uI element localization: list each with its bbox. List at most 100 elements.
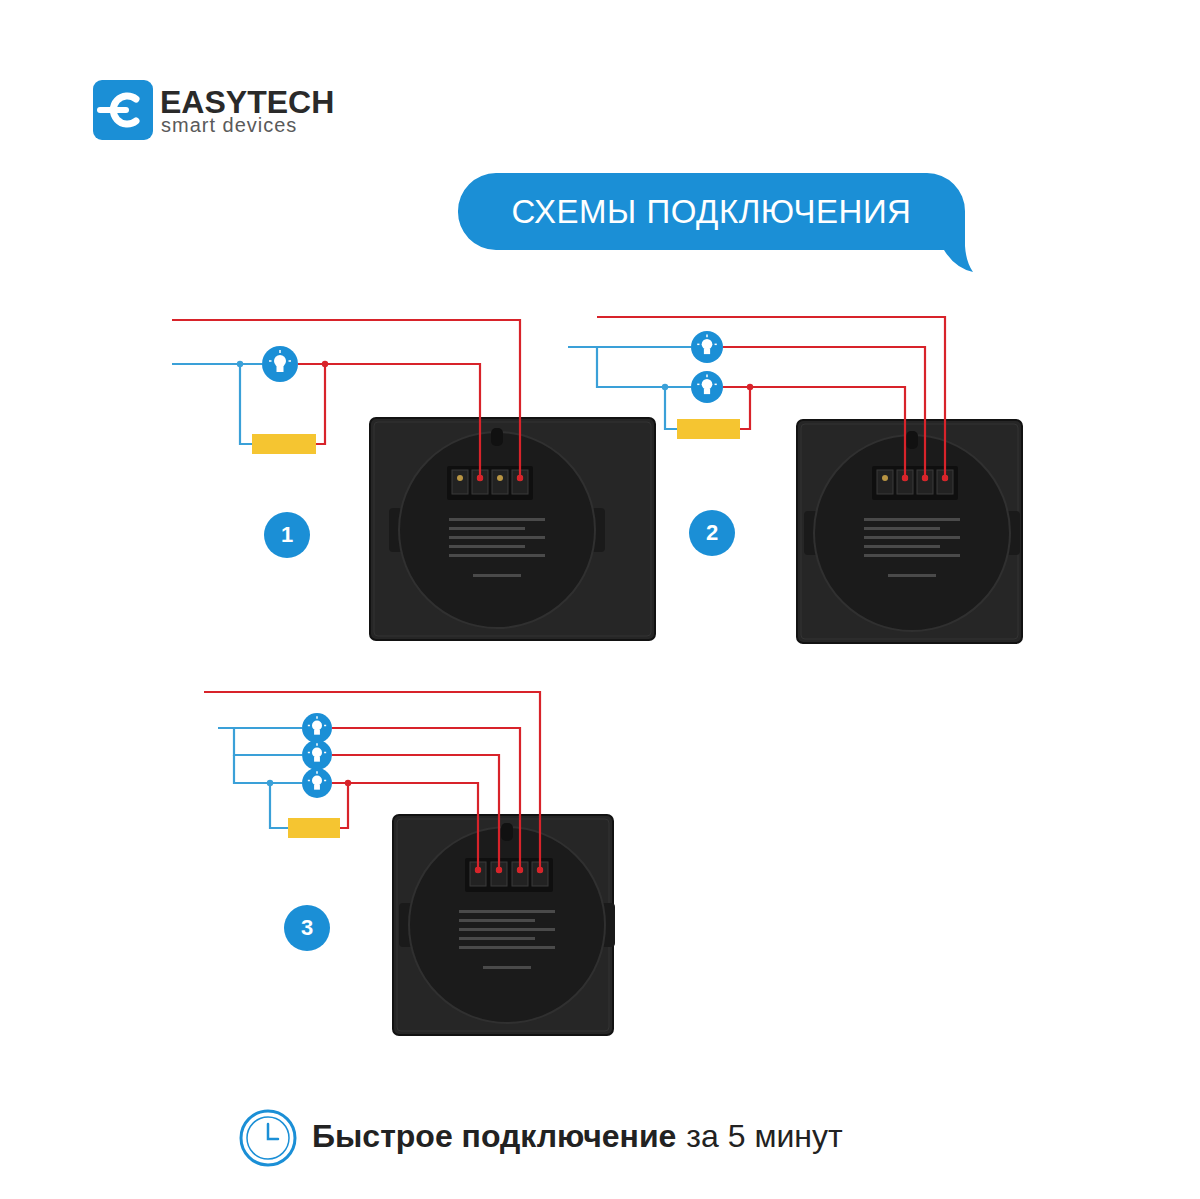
- lamp-circle: [302, 740, 332, 770]
- label-text: за 5 минут: [686, 1118, 842, 1154]
- callout-circle: 3: [284, 905, 330, 951]
- footer-emphasis: Быстрое подключение: [312, 1118, 676, 1155]
- print-mark: [864, 554, 960, 557]
- load-module: [677, 419, 740, 439]
- clock-inner: [247, 1117, 289, 1159]
- terminal-screw: [477, 475, 483, 481]
- phase-wire: [172, 320, 520, 478]
- panel-edge: [397, 819, 609, 1031]
- bulb-glass: [312, 721, 322, 731]
- label-text: smart devices: [161, 114, 297, 136]
- callout-number: 1: [281, 522, 293, 548]
- terminal-screw: [942, 475, 948, 481]
- print-mark: [864, 536, 960, 539]
- switch-module: [399, 432, 595, 628]
- bulb-ray: [269, 360, 272, 362]
- bulb-ray: [324, 752, 326, 754]
- phase-wire: [298, 364, 480, 478]
- lamp-symbol: [691, 331, 723, 363]
- terminal: [452, 470, 468, 494]
- print-mark: [459, 937, 535, 940]
- bulb-ray: [308, 725, 310, 727]
- junction-dot: [537, 867, 543, 873]
- bulb-glass: [312, 748, 322, 758]
- print-mark: [864, 518, 960, 521]
- switch-module: [814, 435, 1010, 631]
- terminal-screw: [496, 867, 502, 873]
- lamp-symbol: [302, 740, 332, 770]
- junction-dot: [237, 361, 243, 367]
- logo-square: [93, 80, 153, 140]
- callout-circle: 2: [689, 510, 735, 556]
- bulb-ray: [279, 350, 281, 353]
- switch-panel: [797, 420, 1022, 643]
- bulb-base: [314, 730, 320, 735]
- bulb-ray: [308, 780, 310, 782]
- terminal: [492, 470, 508, 494]
- bulb-ray: [697, 384, 699, 386]
- lamp-symbol: [262, 346, 298, 382]
- phase-wire: [204, 692, 540, 870]
- junction-dot: [942, 475, 948, 481]
- load-module: [252, 434, 316, 454]
- print-mark: [459, 919, 535, 922]
- terminal-screw: [517, 475, 523, 481]
- neutral-wire: [270, 783, 288, 828]
- phase-wire: [723, 347, 925, 478]
- brand-tagline: smart devices: [161, 114, 297, 137]
- bulb-ray: [316, 716, 318, 719]
- bulb-glass: [702, 379, 713, 390]
- clock-icon: [241, 1111, 295, 1165]
- phase-wire: [332, 783, 478, 870]
- lamp-symbol: [302, 713, 332, 743]
- label-text: Быстрое подключение: [312, 1118, 676, 1154]
- callout-circle: 1: [264, 512, 310, 558]
- logo-icon: [93, 80, 153, 140]
- neutral-wire: [234, 728, 302, 755]
- terminal-screw: [497, 475, 503, 481]
- lamp-circle: [302, 713, 332, 743]
- terminal-screw: [517, 867, 523, 873]
- panel-body: [370, 418, 655, 640]
- bulb-ray: [308, 752, 310, 754]
- logo-bar: [100, 107, 126, 113]
- lamp-symbol: [691, 371, 723, 403]
- neutral-wire: [665, 387, 677, 429]
- bulb-ray: [316, 771, 318, 774]
- bulb-base: [314, 757, 320, 762]
- junction-dot: [267, 780, 273, 786]
- bulb-ray: [316, 743, 318, 746]
- lamp-circle: [691, 331, 723, 363]
- load-module: [288, 818, 340, 838]
- neutral-wire: [172, 363, 262, 365]
- print-mark: [864, 545, 940, 548]
- junction-dot: [496, 867, 502, 873]
- bulb-glass: [312, 776, 322, 786]
- bulb-ray: [715, 344, 717, 346]
- neutral-wire: [234, 755, 302, 783]
- wiring: [172, 317, 948, 873]
- junction-dot: [322, 361, 328, 367]
- mount-slot: [906, 431, 918, 449]
- terminal: [877, 470, 893, 494]
- junction-dot: [475, 867, 481, 873]
- clock-hands: [268, 1124, 278, 1139]
- bulb-base: [704, 389, 710, 394]
- lamp-circle: [691, 371, 723, 403]
- print-mark: [459, 928, 555, 931]
- phase-wire: [316, 364, 325, 444]
- bulb-base: [277, 366, 284, 372]
- bulb-ray: [706, 375, 708, 378]
- title-text: СХЕМЫ ПОДКЛЮЧЕНИЯ: [512, 193, 912, 231]
- junction-dot: [902, 475, 908, 481]
- bulb-glass: [702, 339, 713, 350]
- terminal-screw: [475, 867, 481, 873]
- print-mark: [864, 527, 940, 530]
- neutral-wire: [597, 347, 691, 387]
- mount-slot: [501, 823, 513, 841]
- phase-wire: [597, 317, 945, 478]
- terminal-screw: [537, 867, 543, 873]
- junction-dot: [517, 475, 523, 481]
